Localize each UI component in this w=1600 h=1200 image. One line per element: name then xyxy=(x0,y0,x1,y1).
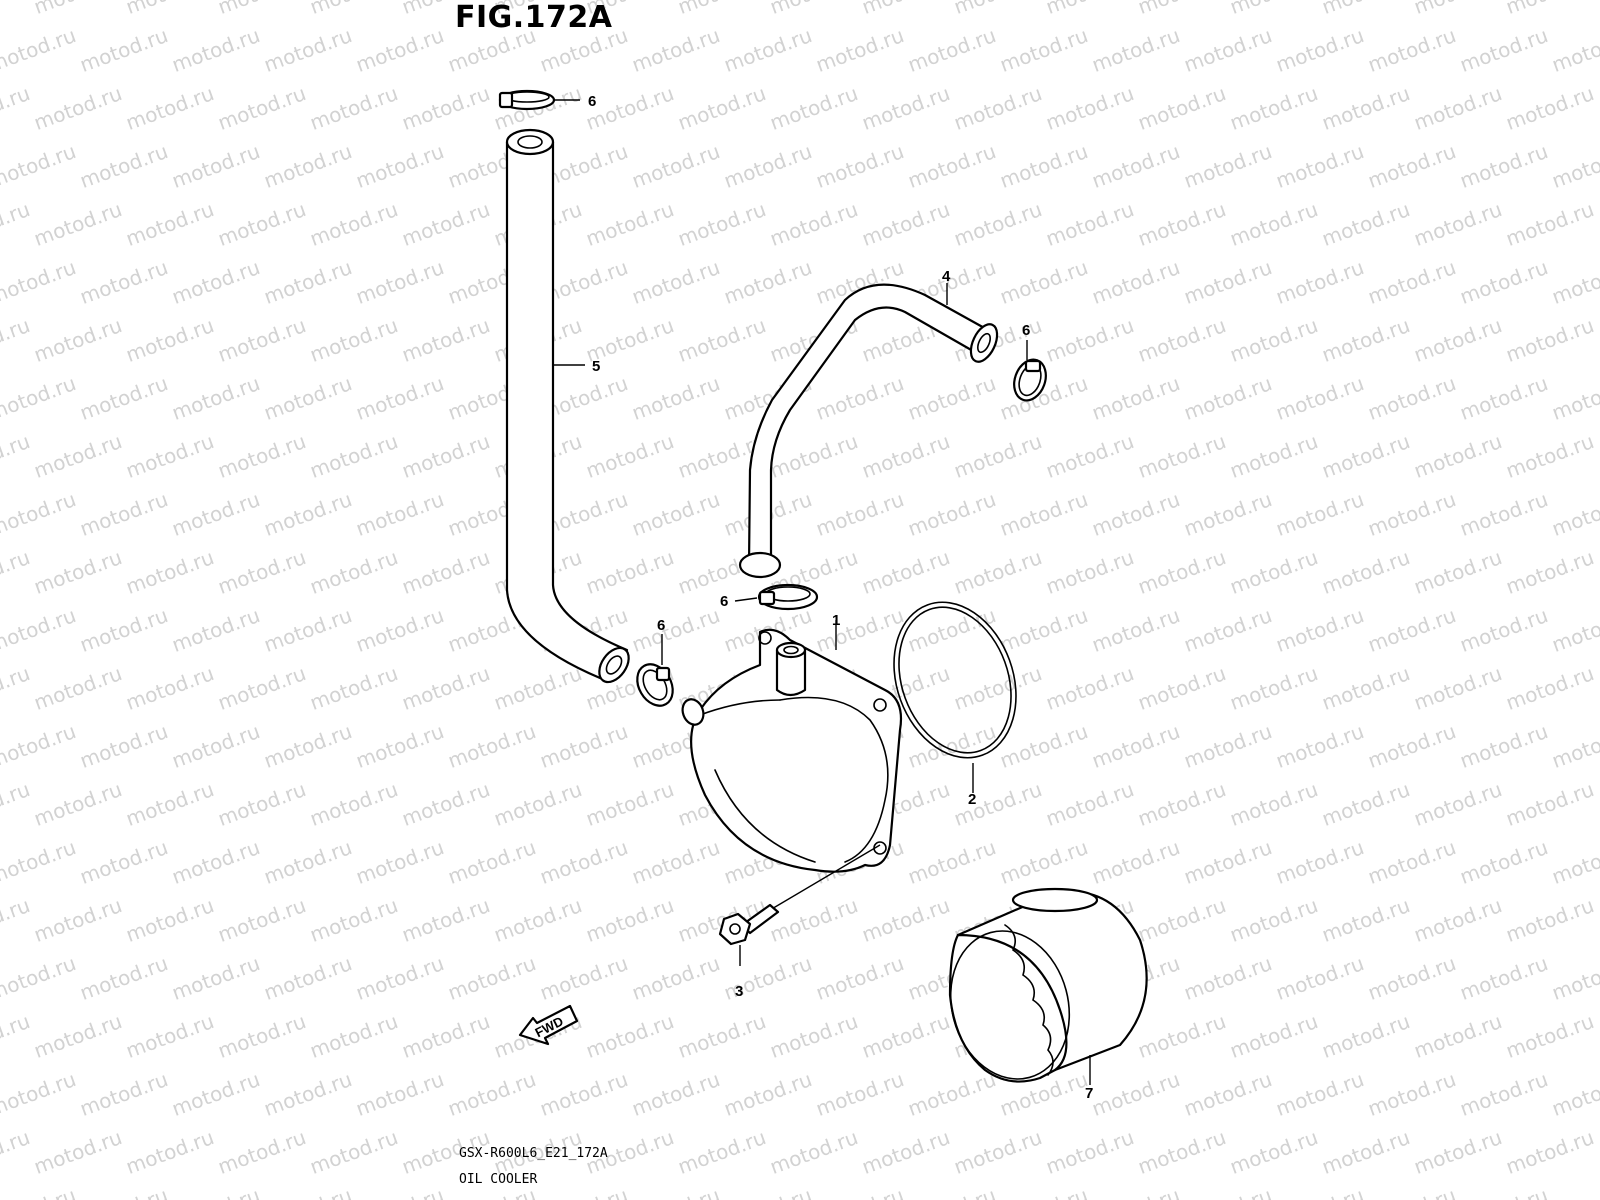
hose-clamp-right[interactable] xyxy=(1009,355,1052,405)
hose-clamp-top[interactable] xyxy=(498,89,556,111)
callouts: 6 5 4 6 6 6 1 2 3 7 xyxy=(588,93,1093,1102)
leader-lines xyxy=(553,99,1091,1085)
callout-2: 2 xyxy=(968,791,976,808)
hose-clamp-middle[interactable] xyxy=(757,583,819,611)
figure-code: GSX-R600L6_E21_172A xyxy=(459,1146,608,1161)
callout-3: 3 xyxy=(735,983,743,1000)
figure-name: OIL COOLER xyxy=(459,1172,538,1187)
hose-part-5[interactable] xyxy=(505,128,635,687)
hose-clamp-left[interactable] xyxy=(630,658,680,712)
callout-6-right: 6 xyxy=(1022,322,1030,339)
figure-title: FIG.172A xyxy=(455,0,613,35)
fwd-arrow-icon: FWD xyxy=(518,1004,579,1046)
callout-6-left: 6 xyxy=(657,617,665,634)
callout-5: 5 xyxy=(592,358,600,375)
o-ring-part-2[interactable] xyxy=(873,585,1037,775)
oil-cooler-part-1[interactable] xyxy=(679,628,903,873)
callout-6-top: 6 xyxy=(588,93,596,110)
bolt-part-3[interactable] xyxy=(718,844,881,946)
callout-4: 4 xyxy=(942,268,951,285)
hose-part-4[interactable] xyxy=(738,283,1002,579)
callout-6-middle: 6 xyxy=(720,593,728,610)
callout-7: 7 xyxy=(1085,1085,1093,1102)
callout-1: 1 xyxy=(832,612,840,629)
oil-filter-part-7[interactable] xyxy=(935,887,1148,1092)
